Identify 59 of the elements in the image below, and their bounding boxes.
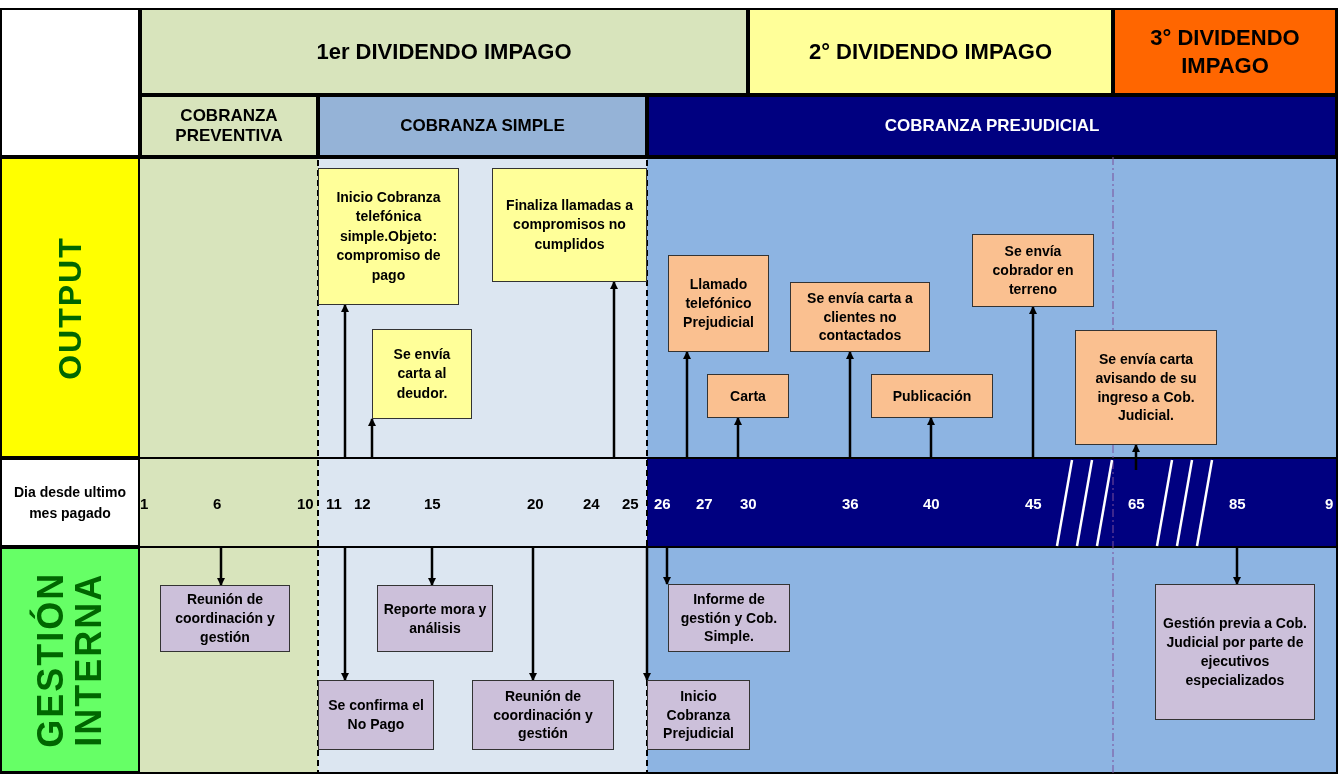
row-header: OUTPUT <box>0 157 140 458</box>
arrow <box>1132 444 1140 470</box>
event-box: Se confirma el No Pago <box>318 680 434 750</box>
event-box: Se envía carta al deudor. <box>372 329 472 419</box>
arrow <box>1233 547 1241 585</box>
day-number: 85 <box>1229 494 1246 514</box>
arrow <box>734 417 742 458</box>
arrow <box>663 547 671 585</box>
event-box: Carta <box>707 374 789 418</box>
day-number: 27 <box>696 494 713 514</box>
day-number: 12 <box>354 494 371 514</box>
arrow <box>683 351 691 458</box>
day-number: 10 <box>297 494 314 514</box>
event-box: Se envía carta avisando de su ingreso a Cob. Judicial. <box>1075 330 1217 445</box>
arrow <box>610 281 618 458</box>
arrow <box>643 547 651 681</box>
header-cell: 2° DIVIDENDO IMPAGO <box>748 8 1113 95</box>
day-number: 11 <box>326 494 342 514</box>
day-number: 30 <box>740 494 757 514</box>
event-box: Reunión de coordinación y gestión <box>160 585 290 652</box>
header-cell: COBRANZA SIMPLE <box>318 95 647 157</box>
arrow <box>217 547 225 586</box>
event-box: Gestión previa a Cob. Judicial por parte de ejecutivos especializados <box>1155 584 1315 720</box>
event-box: Reunión de coordinación y gestión <box>472 680 614 750</box>
day-number: 24 <box>583 494 600 514</box>
header-cell: 1er DIVIDENDO IMPAGO <box>140 8 748 95</box>
event-box: Llamado telefónico Prejudicial <box>668 255 769 352</box>
arrow <box>428 547 436 586</box>
day-number: 9 <box>1325 494 1334 514</box>
day-number: 45 <box>1025 494 1042 514</box>
day-number: 20 <box>527 494 544 514</box>
day-number: 6 <box>213 494 222 514</box>
arrow <box>341 547 349 681</box>
row-header: Dia desde ultimo mes pagado <box>0 458 140 547</box>
day-number: 40 <box>923 494 940 514</box>
arrow <box>846 351 854 458</box>
arrow <box>927 417 935 458</box>
day-number: 25 <box>622 494 639 514</box>
header-cell: 3° DIVIDENDO IMPAGO <box>1113 8 1337 95</box>
event-box: Se envía carta a clientes no contactados <box>790 282 930 352</box>
arrow <box>529 547 537 681</box>
day-number: 36 <box>842 494 859 514</box>
day-number: 15 <box>424 494 441 514</box>
event-box: Inicio Cobranza Prejudicial <box>647 680 750 750</box>
event-box: Informe de gestión y Cob. Simple. <box>668 584 790 652</box>
day-number: 65 <box>1128 494 1145 514</box>
arrow <box>368 418 376 458</box>
row-header: GESTIÓN INTERNA <box>0 547 140 773</box>
event-box: Finaliza llamadas a compromisos no cumplidos <box>492 168 647 282</box>
day-number: 1 <box>140 494 149 514</box>
header-cell: COBRANZA PREJUDICIAL <box>647 95 1337 157</box>
event-box: Inicio Cobranza telefónica simple.Objeto: compromiso de pago <box>318 168 459 305</box>
event-box: Publicación <box>871 374 993 418</box>
arrow <box>1029 306 1037 458</box>
event-box: Se envía cobrador en terreno <box>972 234 1094 307</box>
arrow <box>341 304 349 458</box>
header-cell: COBRANZA PREVENTIVA <box>140 95 318 157</box>
event-box: Reporte mora y análisis <box>377 585 493 652</box>
day-number: 26 <box>654 494 671 514</box>
